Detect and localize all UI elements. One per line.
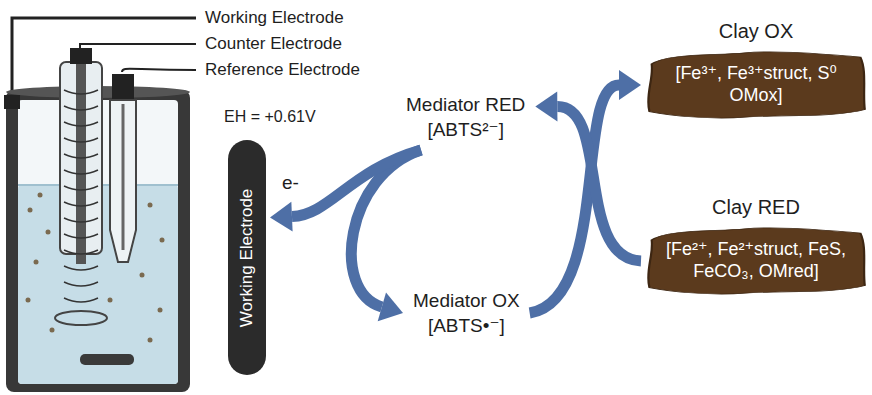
mediator-formula: [ABTS•⁻] <box>413 313 520 338</box>
mediator-box: Mediator RED[ABTS²⁻] <box>400 88 531 146</box>
potential-label: EH = +0.61V <box>224 108 316 126</box>
curved-arrow <box>530 70 641 313</box>
clay-heading: Clay RED <box>645 196 867 219</box>
curved-arrow <box>535 91 641 261</box>
arrow-shaft <box>557 106 641 261</box>
leader-lines <box>12 18 196 95</box>
callout-label: Reference Electrode <box>205 60 360 80</box>
stir-bar <box>80 354 134 365</box>
arrow-head <box>619 70 641 100</box>
curved-arrow <box>270 150 421 232</box>
mediator-name: Mediator OX <box>413 288 520 313</box>
arrow-shaft <box>292 150 421 217</box>
mediator-formula: [ABTS²⁻] <box>406 117 525 142</box>
mediator-box: Mediator OX[ABTS•⁻] <box>407 284 526 342</box>
clay-blob: [Fe²⁺, Fe²⁺struct, FeS, FeCO₃, OMred]Cla… <box>645 226 867 296</box>
arrow-head <box>535 91 557 121</box>
mediator-name: Mediator RED <box>406 92 525 117</box>
reference-electrode <box>110 74 136 262</box>
blob-shape <box>648 228 865 294</box>
callout-label: Working Electrode <box>205 8 344 28</box>
clay-heading: Clay OX <box>645 20 867 43</box>
leader-line <box>80 44 196 48</box>
counter-electrode <box>55 48 107 325</box>
blob-body: [Fe²⁺, Fe²⁺struct, FeS, FeCO₃, OMred] <box>645 226 867 294</box>
arrow-head <box>270 202 293 232</box>
leader-line <box>12 18 196 95</box>
leader-line <box>122 69 196 72</box>
clay-blob: [Fe³⁺, Fe³⁺struct, S⁰ OMox]Clay OX <box>645 50 867 120</box>
clay-composition: [Fe³⁺, Fe³⁺struct, S⁰ OMox] <box>659 62 853 106</box>
blob-shape <box>648 52 865 118</box>
electrode-label: Working Electrode <box>237 188 257 327</box>
callout-label: Counter Electrode <box>205 34 342 54</box>
electron-label: e- <box>280 172 301 194</box>
blob-body: [Fe³⁺, Fe³⁺struct, S⁰ OMox] <box>645 50 867 118</box>
clay-composition: [Fe²⁺, Fe²⁺struct, FeS, FeCO₃, OMred] <box>659 238 853 282</box>
working-electrode-lead <box>4 95 20 109</box>
electrode-bar: Working Electrode <box>228 140 266 375</box>
